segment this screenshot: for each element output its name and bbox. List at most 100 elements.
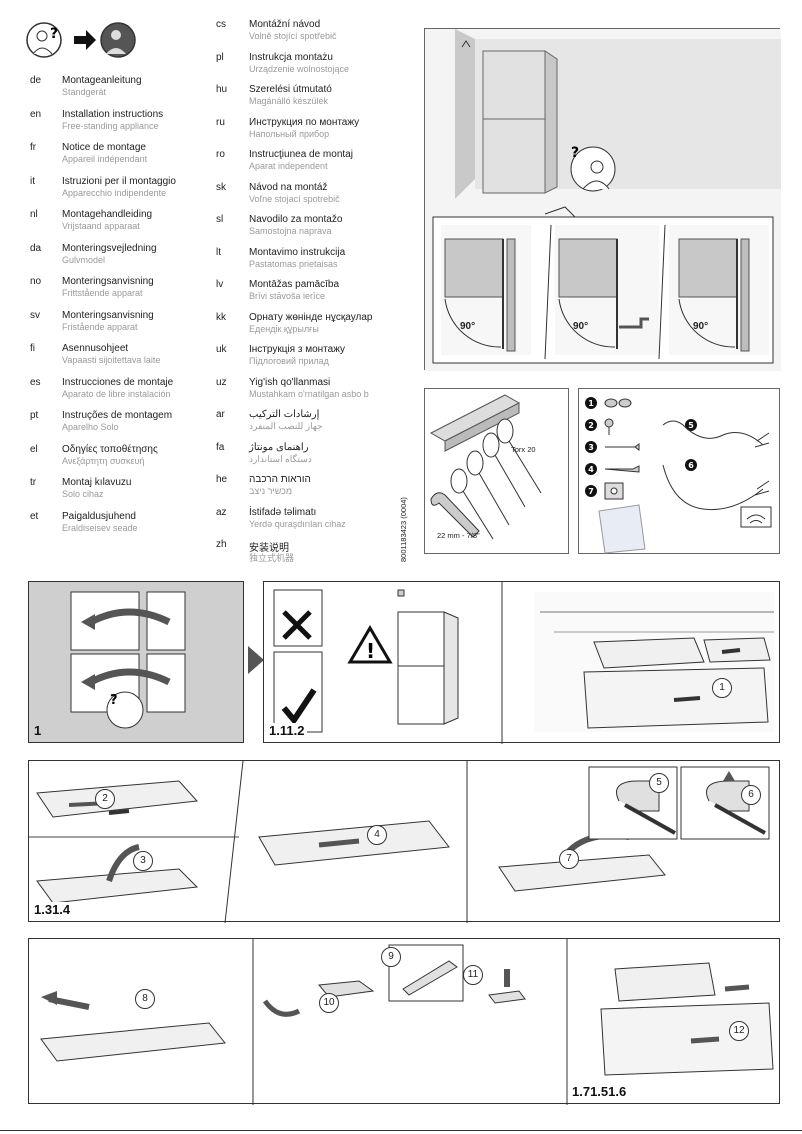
language-code: uk [216, 344, 227, 355]
language-title: Paigaldusjuhend [62, 510, 136, 522]
language-subtitle: Ανεξάρτητη συσκευή [62, 455, 145, 466]
language-subtitle: Vapaasti sijoitettava laite [62, 355, 161, 365]
language-subtitle: Mustahkam o'rnatilgan asbo b [249, 388, 369, 399]
callout-4: 4 [367, 825, 387, 845]
angle-label-2: 90° [573, 321, 589, 332]
language-title: Navodilo za montažo [249, 214, 343, 225]
step-label-1-31-4: 1.31.4 [31, 902, 74, 917]
language-code: de [30, 75, 42, 86]
torx-label: Torx 20 [511, 445, 536, 454]
language-code: et [30, 510, 39, 522]
language-code: pl [216, 51, 224, 63]
wrench-label: 22 mm - 7/8" [437, 531, 480, 540]
callout-3: 3 [133, 851, 153, 871]
angle-label-1: 90° [460, 321, 476, 332]
callout-5: 5 [649, 773, 669, 793]
language-title: Notice de montage [62, 142, 146, 153]
language-title: Installation instructions [62, 108, 164, 120]
language-subtitle: Frittstående apparat [62, 288, 143, 298]
svg-text:4: 4 [588, 465, 594, 474]
svg-text:5: 5 [688, 421, 694, 430]
language-code: uz [216, 376, 227, 388]
document-id: 8001183423 (0004) [399, 497, 408, 562]
question-person-icon: ? [26, 22, 136, 58]
language-title: הוראות הרכבה [249, 474, 311, 485]
language-subtitle: Appareil indépendant [62, 154, 148, 164]
language-subtitle: Urządzenie wolnostojące [249, 63, 350, 74]
language-subtitle: Magánálló készülék [249, 96, 329, 106]
step-label-1-11-2: 1.11.2 [266, 723, 308, 738]
language-subtitle: Volně stojící spotřebič [249, 31, 337, 41]
language-title: Montavimo instrukcija [249, 246, 346, 258]
language-title: Інструкція з монтажу [249, 344, 346, 355]
language-title: İstifadə təlimatı [249, 506, 317, 518]
language-subtitle: Pastatomas prietaisas [249, 258, 338, 269]
clearance-view-3 [669, 225, 769, 355]
callout-2: 2 [95, 789, 115, 809]
svg-text:7: 7 [588, 487, 594, 496]
svg-text:3: 3 [588, 443, 594, 452]
language-subtitle: Підлоговий прилад [249, 356, 329, 366]
bottom-rule [0, 1130, 802, 1131]
clearance-view-2 [555, 225, 659, 355]
language-title: Instrucţiunea de montaj [249, 149, 353, 160]
language-subtitle: Gulvmodel [62, 254, 106, 265]
language-code: tr [30, 477, 37, 488]
language-subtitle: מכשיר ניצב [249, 486, 293, 496]
language-title: 安装说明 [249, 543, 289, 554]
callout-9: 9 [381, 947, 401, 967]
language-subtitle: Voľne stojací spotrebič [249, 193, 340, 204]
language-title: Инструкция по монтажу [249, 116, 360, 128]
language-title: Οδηγίες τοποθέτησης [62, 443, 158, 455]
svg-text:?: ? [110, 693, 118, 708]
language-title: Montaj kılavuzu [62, 477, 132, 488]
callout-11: 11 [463, 965, 483, 985]
safety-unplug-illustration: ! [273, 582, 774, 744]
shelf-removal-illustration [29, 761, 770, 923]
language-code: en [30, 108, 42, 120]
panel-step-1: ? 1 [28, 581, 244, 743]
language-code: lv [216, 279, 224, 290]
clearance-view-1 [441, 225, 531, 355]
language-code: fr [30, 142, 37, 153]
svg-text:6: 6 [688, 461, 694, 470]
language-title: Monteringsanvisning [62, 276, 154, 287]
language-subtitle: Brīvi stāvoša ierīce [249, 291, 326, 301]
next-arrow-icon [248, 646, 264, 674]
language-subtitle: Eraldiseisev seade [62, 522, 138, 533]
language-code: ar [216, 409, 225, 420]
language-code: no [30, 276, 42, 287]
language-title: Орнату жөнінде нұсқаулар [249, 311, 373, 323]
svg-text:?: ? [571, 145, 579, 161]
language-code: sk [216, 181, 226, 193]
callout-12: 12 [729, 1021, 749, 1041]
language-title: Instrukcja montażu [249, 51, 333, 63]
language-code: ru [216, 116, 225, 128]
language-code: az [216, 506, 227, 518]
callout-1: 1 [712, 678, 732, 698]
language-title: Instruções de montagem [62, 410, 173, 421]
rail-removal-illustration [498, 766, 770, 892]
header-icon-group: ? [26, 18, 136, 64]
panel-placement-overview: ? 90° 90° 90° [424, 28, 781, 371]
callout-7: 7 [559, 849, 579, 869]
language-title: Montážní návod [249, 19, 321, 30]
language-code: hu [216, 84, 228, 95]
language-code: fi [30, 343, 35, 354]
language-code: ro [216, 149, 225, 160]
reassembly-illustration [40, 939, 774, 1105]
language-title: Asennusohjeet [62, 343, 129, 354]
svg-text:?: ? [50, 26, 58, 42]
language-code: da [30, 242, 42, 254]
panel-step-1-71-51-6: 1.71.51.6 8 9 10 11 12 [28, 938, 780, 1105]
language-code: fa [216, 441, 225, 453]
language-subtitle: Standgerät [62, 87, 107, 97]
panel-step-1-11-2: ! 1.11.2 1 [263, 581, 780, 744]
language-code: sv [30, 309, 40, 321]
language-title: Návod na montáž [249, 181, 328, 193]
language-subtitle: Fristående apparat [62, 321, 138, 332]
language-subtitle: Yerdə quraşdırılan cihaz [249, 518, 346, 529]
language-subtitle: Aparat independent [249, 161, 328, 171]
